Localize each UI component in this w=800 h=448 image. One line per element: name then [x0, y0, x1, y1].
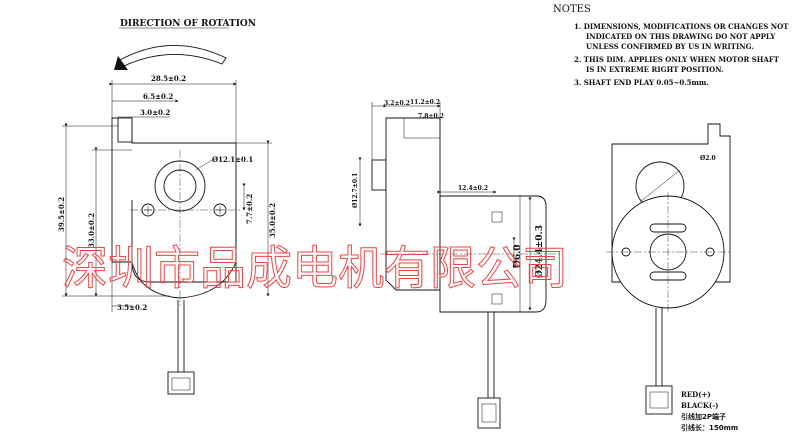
- dim-side-boss-dia: Ø12.7±0.1: [352, 173, 359, 208]
- dim-height-right: 35.0±0.2: [268, 203, 277, 238]
- dim-hole-offset: 7.7±0.2: [245, 194, 254, 224]
- wire-legend: RED(+) BLACK(-) 引线加2P端子 引线长：150mm: [681, 390, 738, 432]
- wire-red-label: RED(+): [681, 390, 711, 399]
- note-line-4: 2. THIS DIM. APPLIES ONLY WHEN MOTOR SHA…: [574, 55, 780, 64]
- dim-shaft-offset: 6.5±0.2: [143, 92, 173, 101]
- dim-motor-len: 12.4±0.2: [458, 185, 488, 192]
- note-line-5: IS IN EXTREME RIGHT POSITION.: [586, 65, 724, 74]
- rear-view: Ø2.0: [606, 123, 731, 415]
- dim-height-body: 33.0±0.2: [87, 213, 96, 248]
- rotation-arrow-icon: [114, 45, 227, 70]
- dim-bottom-offset: 3.5±0.2: [117, 303, 147, 312]
- front-view: [111, 117, 240, 395]
- dim-shaft-len: 3.2±0.2: [384, 100, 410, 107]
- company-watermark: 深圳市品成电机有限公司: [62, 241, 568, 295]
- note-line-1: 1. DIMENSIONS, MODIFICATIONS OR CHANGES …: [574, 22, 789, 31]
- dim-width-total: 28.5±0.2: [151, 74, 186, 83]
- dim-motor-dia: Ø24.4±0.3: [534, 225, 545, 278]
- dim-gear-offset: 7.8±0.2: [418, 113, 444, 120]
- side-view-dimensions: 3.2±0.2 11.2±0.2 7.8±0.2 12.4±0.2 Ø12.7±…: [352, 99, 545, 311]
- notes-block: NOTES 1. DIMENSIONS, MODIFICATIONS OR CH…: [553, 4, 789, 87]
- wire-connector-label: 引线加2P端子: [681, 412, 726, 421]
- wire-black-label: BLACK(-): [681, 401, 718, 410]
- dim-rear-hole: Ø2.0: [700, 155, 716, 162]
- side-view: [371, 117, 560, 429]
- dim-gear-len: 11.2±0.2: [410, 99, 440, 106]
- front-view-dimensions: 28.5±0.2 6.5±0.2 3.0±0.2 39.5±0.2 33.0±0…: [57, 74, 277, 312]
- note-line-2: INDICATED ON THIS DRAWING DO NOT APPLY: [586, 32, 776, 41]
- dim-boss-dia: Ø12.1±0.1: [212, 155, 253, 164]
- note-line-6: 3. SHAFT END PLAY 0.05~0.5mm.: [574, 78, 709, 87]
- rotation-title: DIRECTION OF ROTATION: [120, 19, 256, 29]
- notes-heading: NOTES: [553, 4, 591, 15]
- dim-shaft-dia: Ø6.0: [512, 245, 523, 269]
- note-line-3: UNLESS CONFIRMED BY US IN WRITING.: [586, 42, 754, 51]
- dim-height-total: 39.5±0.2: [57, 197, 66, 232]
- wire-length-label: 引线长：150mm: [681, 423, 738, 432]
- dim-shaft-width: 3.0±0.2: [140, 108, 170, 117]
